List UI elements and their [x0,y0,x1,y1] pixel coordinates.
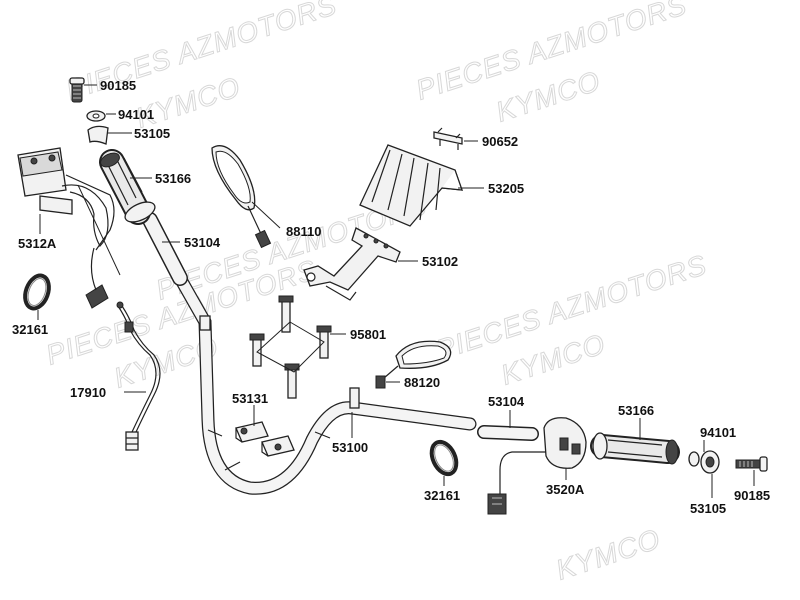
label-53131: 53131 [232,391,268,406]
cable-17910 [116,301,161,451]
label-95801: 95801 [350,327,386,342]
mirror-88120 [375,340,452,389]
handlebar-53100 [173,271,477,495]
label-53105-right: 53105 [690,501,726,516]
windscreen-53205 [359,144,463,227]
label-90652: 90652 [482,134,518,149]
label-32161-right: 32161 [424,488,460,503]
label-17910: 17910 [70,385,106,400]
bolt-90185-right [735,456,768,472]
washer-94101-right [688,451,700,467]
label-53104-top: 53104 [184,235,221,250]
bar-end-53105-top [87,125,109,145]
label-53166-right: 53166 [618,403,654,418]
clamps-53131 [235,421,295,457]
label-88120: 88120 [404,375,440,390]
bracket-53102 [303,227,401,301]
washer-hole [92,113,100,119]
leader-lines [37,84,755,498]
bar-53104-left [142,212,188,286]
grip-53166-left [99,149,156,225]
label-53105-top: 53105 [134,126,170,141]
label-94101-top: 94101 [118,107,154,122]
label-53100: 53100 [332,440,368,455]
label-32161-left: 32161 [12,322,48,337]
label-3520A: 3520A [546,482,585,497]
mirror-88110 [211,145,272,249]
watermark-text: KYMCO [552,523,664,586]
label-53166-top: 53166 [155,171,191,186]
band-32161-right [429,439,459,477]
label-88110: 88110 [286,224,321,239]
part-labels: 90185 94101 53105 53166 5312A 53104 8811… [12,78,770,516]
bar-53104-right [477,425,539,441]
label-53102: 53102 [422,254,458,269]
label-90185-right: 90185 [734,488,770,503]
label-53205: 53205 [488,181,524,196]
bolt-90185-top [69,77,85,103]
label-53104-right: 53104 [488,394,525,409]
label-94101-right: 94101 [700,425,736,440]
bar-end-53105-right [700,450,720,474]
band-32161-left [23,273,51,311]
switch-3520A [487,417,587,515]
grip-53166-right [590,432,680,465]
bolts-95801 [249,295,332,399]
label-90185-top: 90185 [100,78,136,93]
label-5312A: 5312A [18,236,57,251]
master-cylinder-5312A [17,147,121,309]
watermark-layer: PIECES AZMOTORS KYMCO PIECES AZMOTORS KY… [42,0,711,586]
clip-90652 [433,127,463,150]
